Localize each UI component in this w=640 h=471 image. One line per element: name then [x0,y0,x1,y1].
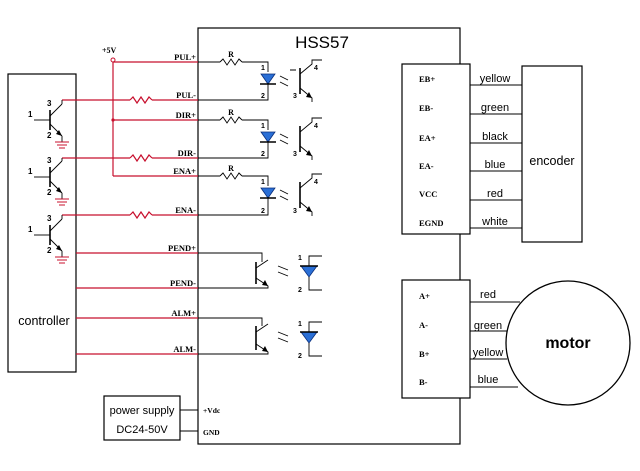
ena-minus-wire [62,210,198,220]
encoder-wire-vcc: red [487,188,503,200]
encoder-pin-ea-plus: EA+ [419,133,436,143]
controller-transistor-1 [34,100,69,149]
transistor-2-pin-emitter: 2 [47,188,52,197]
input-opto-ena: R [198,164,322,216]
power-supply-label: power supply [110,405,175,417]
label-ena-plus: ENA+ [173,166,196,176]
power-supply-voltage: DC24-50V [116,424,168,436]
opto-pin-1: 1 [261,123,265,130]
encoder-wire-ea-minus: blue [485,159,506,171]
label-pul-plus: PUL+ [174,52,196,62]
opto-pin-4: 4 [314,123,318,130]
motor-pin-a-plus: A+ [419,291,430,301]
opto-pin-1: 1 [261,179,265,186]
encoder-pin-eb-plus: EB+ [419,74,435,84]
transistor-1-pin-emitter: 2 [47,131,52,140]
opto-pin-1: 1 [298,321,302,328]
label-pul-minus: PUL- [176,90,196,100]
opto-pin-2: 2 [261,208,265,215]
transistor-1-pin-collector: 3 [47,99,52,108]
opto-pin-4: 4 [314,65,318,72]
encoder-wire-eb-minus: green [481,102,509,114]
transistor-1-pin-base: 1 [28,110,33,119]
encoder-box [521,65,583,243]
encoder-wire-ea-plus: black [482,131,508,143]
motor-circle [505,280,631,406]
label-alm-minus: ALM- [173,344,196,354]
motor-wire-b-minus: blue [478,374,499,386]
controller-transistor-2 [34,158,69,206]
encoder-wires [470,84,522,229]
transistor-3-pin-emitter: 2 [47,246,52,255]
motor-label: motor [545,335,590,352]
pul-minus-wire [62,95,198,105]
junction-dot [111,118,115,122]
motor-connector [401,279,471,399]
motor-pin-a-minus: A- [419,320,428,330]
transistor-3-pin-collector: 3 [47,214,52,223]
label-pend-minus: PEND- [170,278,196,288]
opto-pin-2: 2 [298,287,302,294]
encoder-wire-egnd: white [481,216,508,228]
label-ena-minus: ENA- [175,205,196,215]
encoder-pin-eb-minus: EB- [419,103,433,113]
encoder-wire-eb-plus: yellow [480,73,511,85]
motor-wire-a-minus: green [474,320,502,332]
input-opto-pul: R [198,50,322,102]
label-dir-plus: DIR+ [176,110,197,120]
dir-minus-wire [62,153,198,163]
label-dir-minus: DIR- [178,148,197,158]
opto-pin-4: 4 [314,179,318,186]
motor-wire-a-plus: red [480,289,496,301]
opto-pin-1: 1 [261,65,265,72]
controller-box [7,73,77,373]
resistor-label: R [228,50,234,59]
controller-transistor-3 [34,215,69,264]
opto-pin-3: 3 [293,151,297,158]
power-supply-box [103,395,181,441]
encoder-label: encoder [529,154,574,168]
motor-pin-b-minus: B- [419,377,428,387]
driver-title: HSS57 [295,33,349,52]
motor-pin-b-plus: B+ [419,349,430,359]
label-alm-plus: ALM+ [171,308,196,318]
encoder-pin-ea-minus: EA- [419,161,434,171]
motor-wire-b-plus: yellow [473,347,504,359]
opto-pin-2: 2 [261,93,265,100]
output-opto-alm: 1 2 [198,317,322,360]
opto-pin-1: 1 [298,255,302,262]
label-pend-plus: PEND+ [168,243,196,253]
opto-pin-2: 2 [298,353,302,360]
motor-wires [470,301,520,388]
input-opto-dir: R [198,108,322,160]
opto-pin-3: 3 [293,208,297,215]
resistor-label: R [228,108,234,117]
resistor-label: R [228,164,234,173]
vdc-label: +Vdc [203,406,221,415]
output-opto-pend: 1 2 [198,252,322,294]
supply-tag: +5V [102,46,117,55]
controller-label: controller [18,314,69,328]
gnd-label: GND [203,428,220,437]
transistor-3-pin-base: 1 [28,225,33,234]
opto-pin-3: 3 [293,93,297,100]
encoder-pin-vcc: VCC [419,189,437,199]
transistor-2-pin-base: 1 [28,167,33,176]
opto-pin-2: 2 [261,151,265,158]
encoder-pin-egnd: EGND [419,218,444,228]
transistor-2-pin-collector: 3 [47,156,52,165]
encoder-connector [401,63,471,235]
